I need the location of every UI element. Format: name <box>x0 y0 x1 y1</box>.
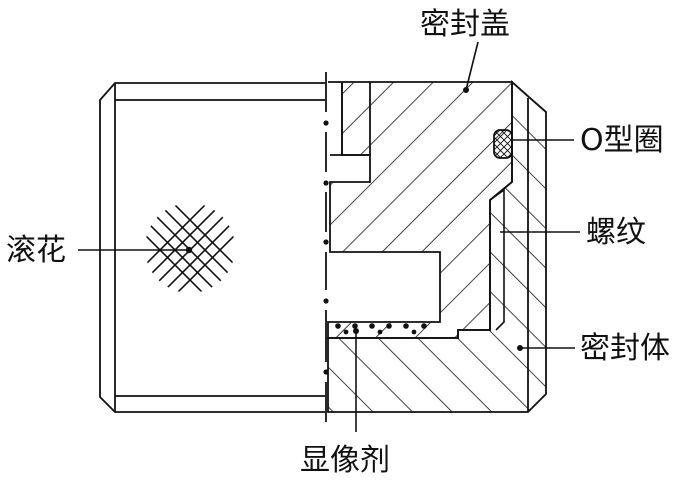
knurled-housing <box>99 82 325 413</box>
cap-bore-lines <box>330 82 371 156</box>
label-developer: 显像剂 <box>300 443 390 478</box>
leader-lines <box>78 41 580 432</box>
label-o-ring: O型圈 <box>580 123 664 158</box>
o-ring <box>493 129 513 159</box>
seal-cap-leader-dot <box>463 87 469 93</box>
seal-cap-section <box>327 81 513 339</box>
label-thread: 螺纹 <box>586 215 646 250</box>
label-seal-cap: 密封盖 <box>420 7 510 42</box>
outer-chamfer <box>511 81 547 412</box>
label-seal-body: 密封体 <box>580 331 670 366</box>
label-knurl: 滚花 <box>6 233 66 268</box>
seal-body-leader-dot <box>517 345 523 351</box>
thread-gap <box>489 188 505 331</box>
developer-dots <box>335 323 427 335</box>
